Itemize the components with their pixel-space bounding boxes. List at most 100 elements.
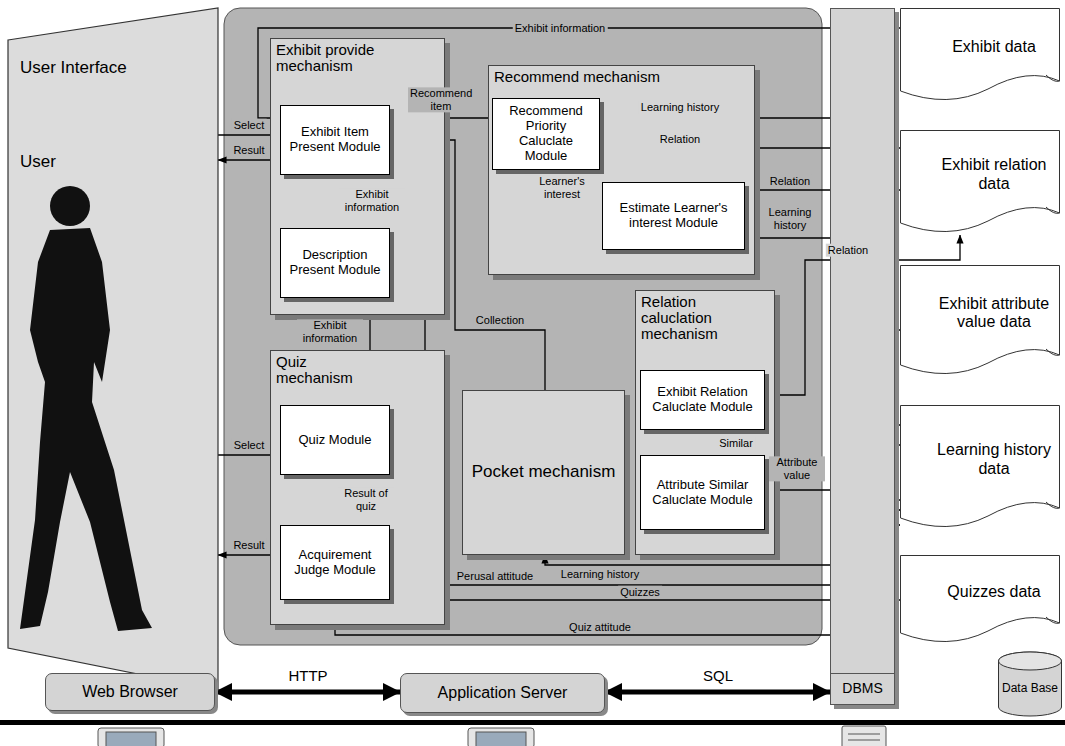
edge-label: Exhibit information	[297, 319, 363, 344]
client-computer	[98, 728, 164, 746]
node-outline	[900, 8, 1060, 103]
module-box: Attribute Similar Caluclate Module	[640, 455, 765, 530]
edge-label: Learning history	[639, 101, 721, 114]
edge-label: Relation	[768, 175, 812, 188]
node-label: Learning history data	[934, 441, 1054, 478]
document-shape	[901, 406, 1060, 527]
server-monitor	[468, 728, 534, 746]
node-label: Exhibit Item Present Module	[285, 125, 385, 155]
data-document: Learning history data	[900, 405, 1060, 530]
node-label: Quizzes data	[947, 583, 1040, 601]
user-body	[20, 228, 152, 631]
node-label: Recommend Priority Caluclate Module	[497, 104, 595, 164]
node-label: Application Server	[438, 684, 568, 702]
edge-label: Learning history	[559, 568, 641, 581]
client-monitor	[98, 728, 164, 746]
connector	[390, 270, 900, 585]
module-box: Quiz Module	[280, 405, 390, 475]
edge-label: Exhibit information	[339, 188, 405, 213]
edge-label: Attribute value	[769, 456, 825, 481]
edge-label: Learner's interest	[525, 175, 599, 200]
module-box: Exhibit Item Present Module	[280, 105, 390, 175]
database-cylinder: Data Base	[998, 652, 1062, 716]
figure-label: User	[20, 152, 56, 172]
edge-label: Result	[231, 539, 266, 552]
document-curl	[1046, 617, 1060, 623]
edge-label: Relation	[658, 133, 702, 146]
mechanism-box: Relation caluclation mechanismExhibit Re…	[635, 290, 775, 555]
mechanism-title: Exhibit provide mechanism	[271, 39, 444, 77]
mechanism-title: Recommend mechanism	[489, 66, 754, 88]
cylinder-body	[999, 652, 1062, 716]
node-label: User Interface	[20, 58, 130, 78]
document-shape	[901, 131, 1060, 232]
mechanism-box: Exhibit provide mechanismExhibit Item Pr…	[270, 38, 445, 315]
node-outline	[8, 8, 218, 690]
db-server	[842, 726, 886, 746]
edge-label: Quiz attitude	[567, 621, 633, 634]
document-curl	[1046, 349, 1060, 355]
mechanism-box: Recommend mechanismRecommend Priority Ca…	[488, 65, 755, 275]
edge-label: Exhibit information	[513, 22, 608, 35]
node-label: Web Browser	[82, 683, 178, 701]
edge-label: Select	[232, 119, 267, 132]
db-server-slot	[848, 740, 880, 741]
db-server-slot	[848, 734, 880, 735]
edge-label: Quizzes	[618, 586, 662, 599]
edge-label: Collection	[474, 314, 526, 327]
module-box: Recommend Priority Caluclate Module	[492, 98, 600, 170]
node-label: Pocket mechanism	[472, 462, 616, 482]
server-box: Web Browser	[45, 673, 215, 711]
module-box: Estimate Learner's interest Module	[602, 182, 745, 250]
document-curl	[1046, 75, 1060, 81]
mechanism-box: Pocket mechanism	[462, 390, 625, 555]
connector	[215, 690, 400, 695]
server-box: Application Server	[400, 673, 605, 713]
dbms-panel: DBMS	[830, 8, 895, 705]
edge-label: Result of quiz	[338, 487, 394, 512]
interface-panel-shape	[8, 8, 218, 690]
document-curl	[1046, 207, 1060, 213]
edge-label: Similar	[717, 437, 755, 450]
client-screen	[106, 732, 156, 746]
data-document: Exhibit attribute value data	[900, 265, 1060, 377]
node-label: Exhibit attribute value data	[934, 295, 1054, 332]
node-label: Exhibit Relation Caluclate Module	[645, 385, 760, 415]
node-label: Acquirement Judge Module	[285, 548, 385, 578]
document-shape	[901, 9, 1060, 100]
edge-label: Perusal attitude	[455, 570, 535, 583]
edge-label: Learning history	[761, 206, 820, 231]
module-box: Exhibit Relation Caluclate Module	[640, 370, 765, 430]
edge-label: HTTP	[286, 667, 329, 684]
edge-label: Result	[231, 144, 266, 157]
module-box: Description Present Module	[280, 228, 390, 298]
db-server-case	[842, 726, 886, 746]
connector	[605, 690, 830, 695]
node-label: Estimate Learner's interest Module	[607, 201, 740, 231]
edge-label: Select	[232, 439, 267, 452]
server-computer	[468, 728, 534, 746]
node-label: Exhibit relation data	[934, 156, 1054, 193]
document-shape	[901, 556, 1060, 642]
user-head	[50, 186, 90, 226]
edge-label: Recommend item	[408, 87, 474, 112]
node-label: Exhibit data	[952, 38, 1036, 56]
cylinder-top	[999, 652, 1062, 670]
node-label: DBMS	[831, 673, 894, 704]
node-label: Quiz Module	[299, 433, 372, 448]
edge-label: Relation	[826, 244, 870, 257]
data-document: Exhibit relation data	[900, 130, 1060, 235]
node-outline	[900, 555, 1060, 645]
data-document: Quizzes data	[900, 555, 1060, 645]
edge-label: SQL	[701, 667, 735, 684]
network-line	[0, 720, 1065, 725]
document-shape	[901, 266, 1060, 374]
node-label: Description Present Module	[285, 248, 385, 278]
node-label: Data Base	[1002, 682, 1058, 695]
interface-panel: User Interface	[8, 8, 218, 690]
node-label: Attribute Similar Caluclate Module	[645, 478, 760, 508]
document-curl	[1046, 502, 1060, 508]
mechanism-title: Relation caluclation mechanism	[636, 291, 774, 346]
server-screen	[476, 732, 526, 746]
application-panel	[224, 8, 822, 645]
